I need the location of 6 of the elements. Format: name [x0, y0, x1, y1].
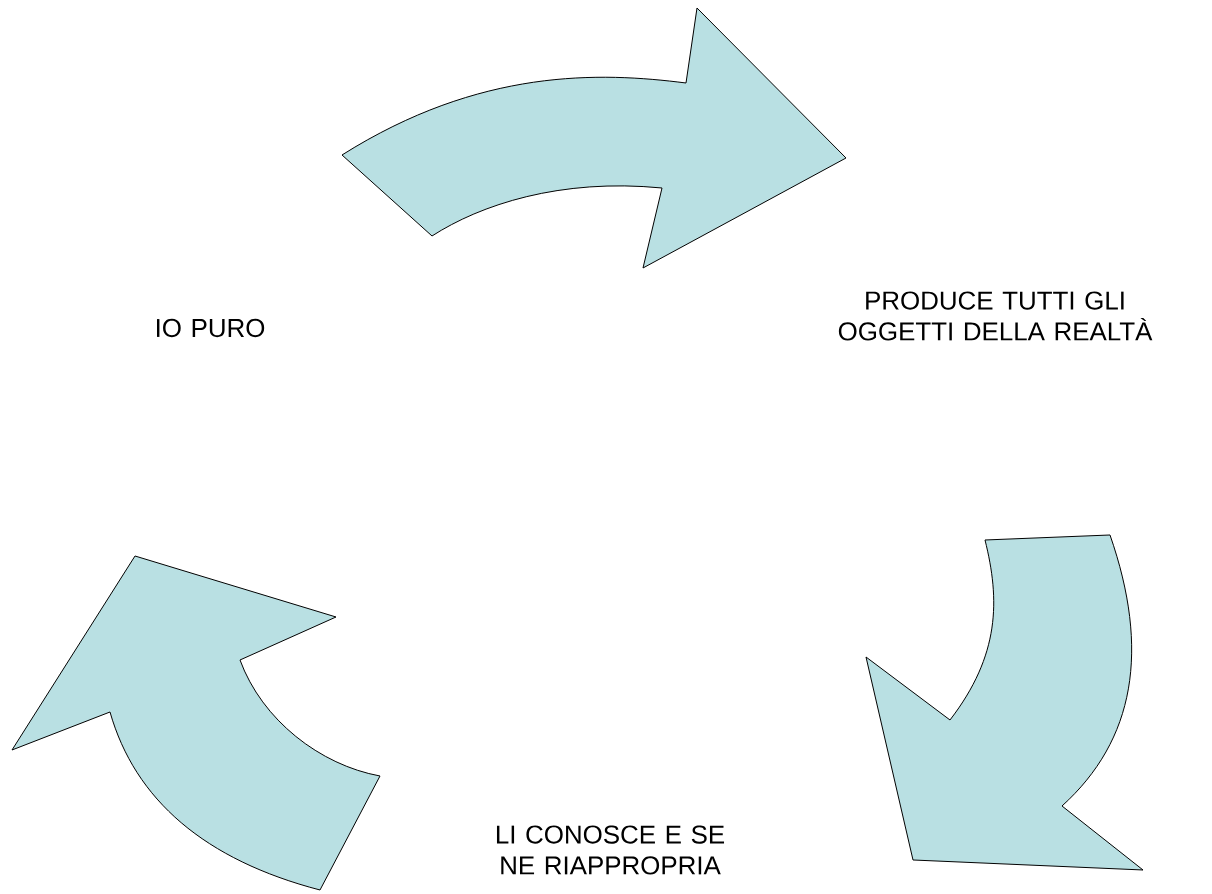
curved-block-arrow — [865, 534, 1144, 871]
label-text: IO PURO — [157, 318, 265, 338]
curved-block-arrow — [341, 7, 847, 269]
label-text: LI CONOSCE E SE NE RIAPPROPRIA — [497, 825, 724, 875]
label-text: PRODUCE TUTTI GLI OGGETTI DELLA REALTÀ — [838, 291, 1153, 341]
curved-block-arrow — [11, 555, 381, 891]
